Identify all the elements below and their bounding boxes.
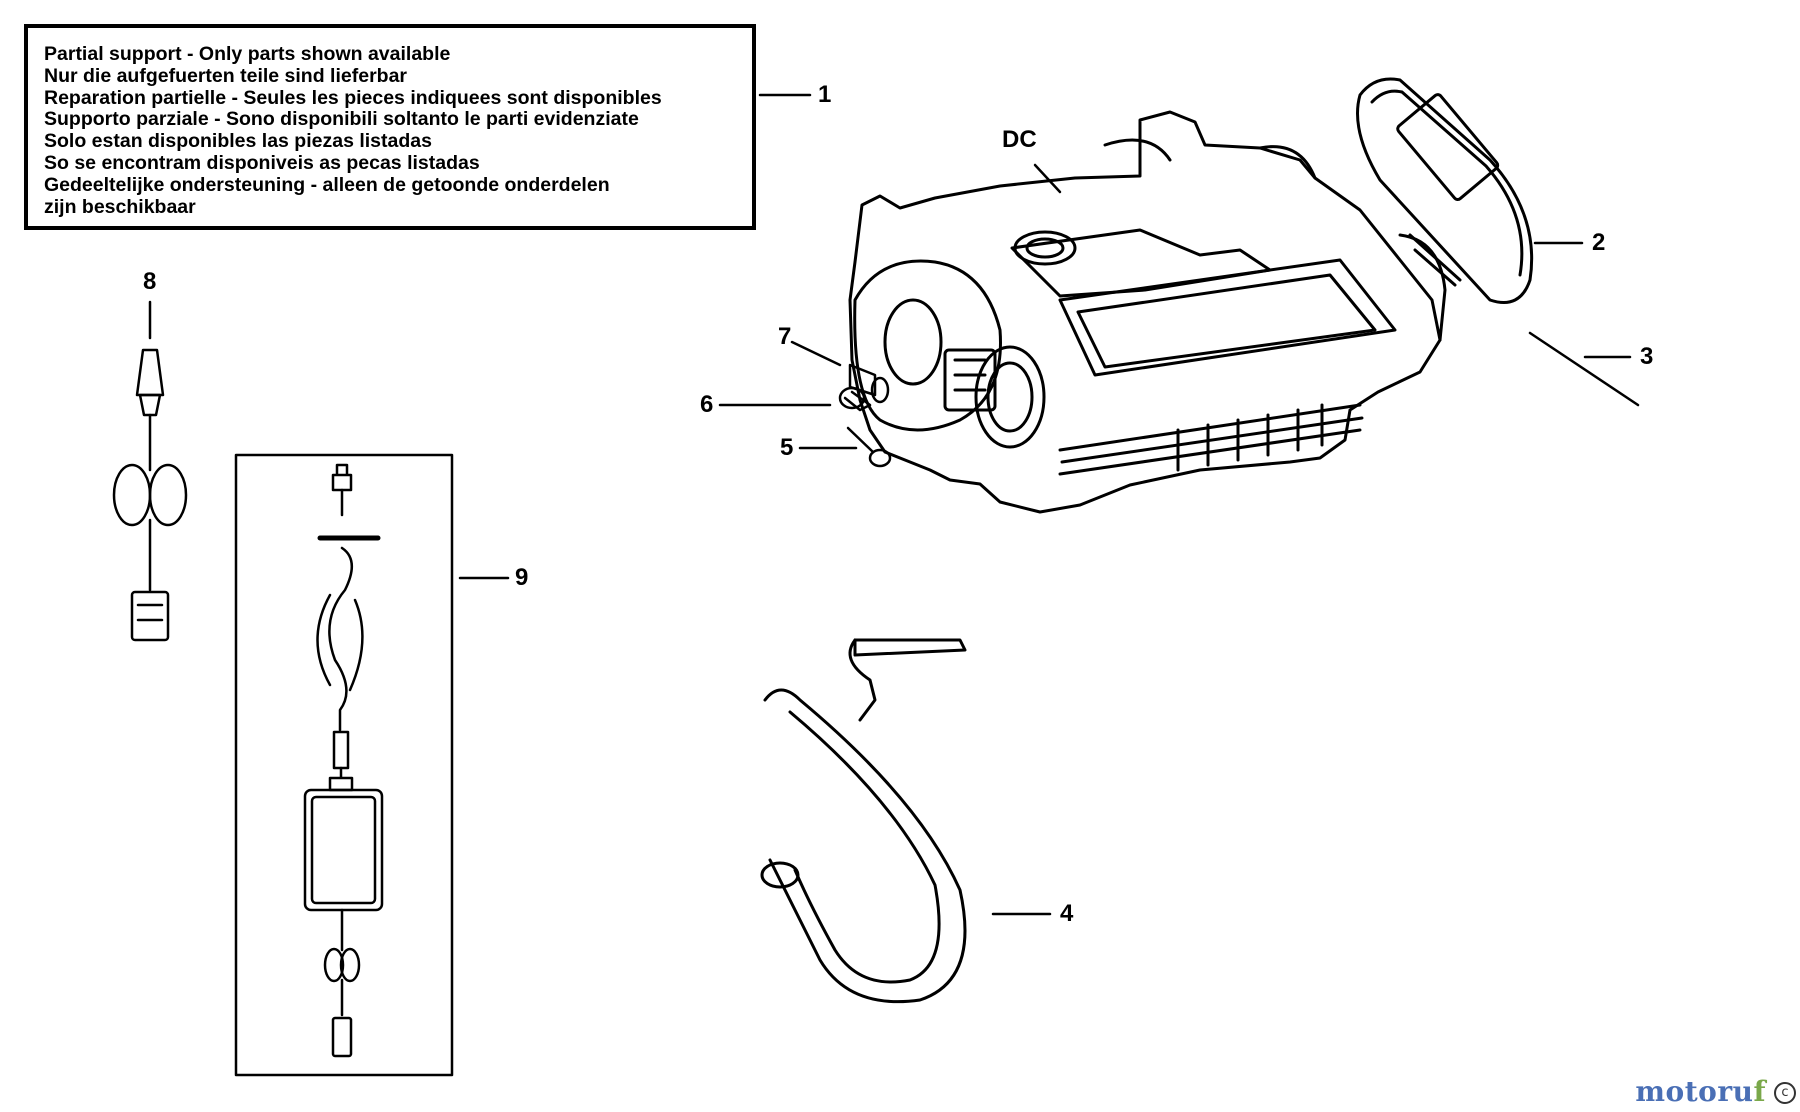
watermark-text: motoru xyxy=(1635,1075,1754,1108)
notice-line: Reparation partielle - Seules les pieces… xyxy=(44,86,662,109)
notice-line: Partial support - Only parts shown avail… xyxy=(44,43,451,65)
callout-2: 2 xyxy=(1592,229,1606,256)
copyright-mark: c xyxy=(1774,1082,1796,1104)
battery-door-part xyxy=(1356,77,1534,304)
watermark-text-accent: f xyxy=(1753,1075,1766,1108)
callout-7: 7 xyxy=(778,323,792,350)
callout-5: 5 xyxy=(780,434,794,461)
notice-line: zijn beschikbaar xyxy=(44,195,196,218)
car-plug-cord-part xyxy=(112,348,188,642)
callout-9: 9 xyxy=(515,564,529,591)
notice-line: Solo estan disponibles las piezas listad… xyxy=(44,130,432,153)
availability-notice-box: Partial support - Only parts shown avail… xyxy=(24,24,756,230)
callout-4: 4 xyxy=(1060,900,1074,927)
callout-6: 6 xyxy=(700,391,714,418)
callout-1: 1 xyxy=(818,81,832,108)
notice-line: Gedeeltelijke ondersteuning - alleen de … xyxy=(44,173,610,196)
valve-adapters xyxy=(838,363,892,468)
callout-dc: DC xyxy=(1002,126,1037,153)
callout-8: 8 xyxy=(143,268,157,295)
notice-line: Supporto parziale - Sono disponibili sol… xyxy=(44,108,639,131)
leader-lines xyxy=(148,93,1640,916)
callout-3: 3 xyxy=(1640,343,1654,370)
compressor-body xyxy=(848,110,1447,514)
air-hose-part xyxy=(760,638,967,1004)
watermark-logo: motoruf xyxy=(1635,1075,1766,1108)
notice-line: So se encontram disponiveis as pecas lis… xyxy=(44,151,480,174)
ac-charger-kit-part xyxy=(234,453,454,1077)
notice-line: Nur die aufgefuerten teile sind lieferba… xyxy=(44,64,407,87)
